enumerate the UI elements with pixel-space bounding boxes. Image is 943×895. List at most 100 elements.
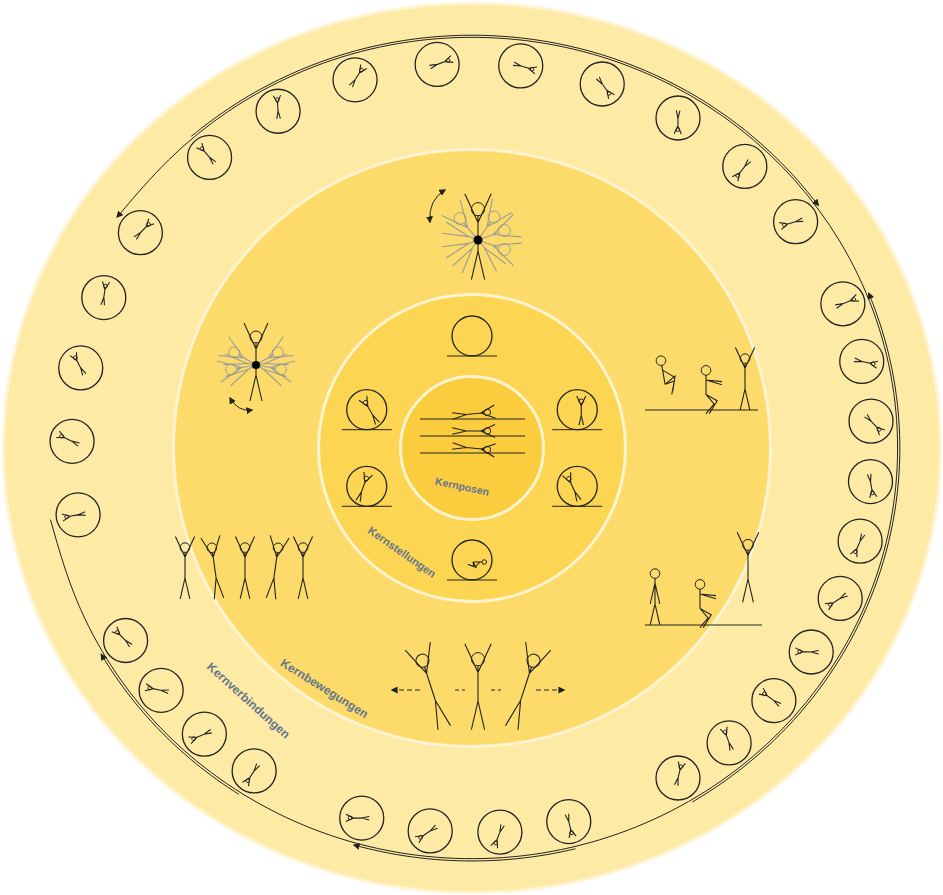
- figure-stroke: [478, 810, 522, 854]
- figure-stroke: [692, 293, 899, 802]
- band-outline: [4, 4, 941, 893]
- figure-stroke: [737, 532, 759, 602]
- figure-group: [547, 800, 591, 844]
- figure-stroke: [497, 223, 512, 238]
- figure-stroke: [484, 428, 491, 435]
- figure-group: [62, 510, 86, 521]
- figure-stroke: [525, 652, 542, 669]
- figure-group: [863, 413, 884, 435]
- figure-stroke: [752, 679, 796, 723]
- figure-group: [656, 756, 700, 800]
- figure-stroke: [293, 536, 312, 598]
- figure-stroke: [59, 346, 103, 390]
- figure-group: [452, 424, 495, 437]
- figure-group: [430, 190, 522, 280]
- figure-stroke: [482, 560, 487, 565]
- figure-group: [217, 349, 290, 382]
- figure-stroke: [196, 143, 217, 165]
- figure-stroke: [440, 216, 522, 265]
- figure-stroke: [223, 337, 295, 391]
- figure-stroke: [866, 474, 877, 498]
- figure-stroke: [342, 506, 392, 507]
- figure-group: [442, 200, 511, 275]
- figure-stroke: [101, 655, 239, 795]
- figure-stroke: [835, 294, 859, 309]
- figure-group: [256, 89, 300, 133]
- figure-stroke: [656, 96, 700, 140]
- figure-stroke: [103, 284, 107, 288]
- figure-stroke: [270, 345, 285, 360]
- figure-group: [795, 648, 819, 656]
- figure-stroke: [486, 209, 503, 226]
- figure-group: [465, 194, 491, 280]
- figure-stroke: [474, 236, 483, 245]
- figure-stroke: [848, 460, 892, 504]
- figure-stroke: [547, 800, 591, 844]
- figure-stroke: [415, 824, 438, 843]
- figure-group: [491, 824, 506, 848]
- figure-group: [82, 276, 126, 320]
- figure-group: [821, 282, 865, 326]
- figure-stroke: [50, 419, 94, 463]
- figure-stroke: [298, 543, 308, 553]
- figure-stroke: [440, 214, 522, 263]
- figure-group: [104, 619, 148, 663]
- figure-group: [188, 135, 232, 179]
- figure-stroke: [789, 630, 833, 674]
- figure-stroke: [743, 539, 754, 550]
- figure-stroke: [145, 684, 169, 696]
- figure-group: [408, 809, 452, 853]
- figure-group: [735, 347, 754, 409]
- figure-stroke: [188, 728, 212, 744]
- figure-group: [359, 396, 381, 426]
- figure-stroke: [497, 242, 512, 257]
- figure-stroke: [420, 419, 525, 420]
- figure-stroke: [870, 491, 874, 495]
- figure-group: [101, 619, 276, 795]
- figure-stroke: [650, 569, 660, 579]
- figure-group: [440, 214, 522, 263]
- figure-stroke: [232, 749, 276, 793]
- figure-group: [56, 493, 100, 537]
- figure-stroke: [342, 429, 392, 430]
- figure-stroke: [759, 688, 782, 708]
- figure-stroke: [828, 602, 833, 607]
- figure-group: [175, 535, 312, 599]
- figure-group: [440, 216, 522, 265]
- figure-stroke: [662, 363, 678, 395]
- figure-stroke: [240, 543, 250, 553]
- figure-stroke: [735, 347, 754, 409]
- figure-stroke: [471, 203, 484, 216]
- figure-stroke: [493, 841, 498, 846]
- figure-stroke: [673, 762, 686, 786]
- figure-stroke: [273, 542, 284, 553]
- figure-stroke: [146, 222, 151, 227]
- figure-stroke: [188, 135, 232, 179]
- figure-stroke: [429, 56, 453, 71]
- figure-group: [707, 721, 751, 765]
- figure-group: [340, 796, 384, 840]
- figure-group: [563, 813, 576, 837]
- figure-stroke: [218, 337, 290, 391]
- figure-group: [99, 281, 109, 305]
- figure-group: [695, 580, 716, 628]
- figure-group: [759, 688, 782, 708]
- figure-group: [737, 532, 759, 602]
- figure-group: [854, 356, 878, 368]
- figure-group: [655, 354, 678, 396]
- figure-stroke: [465, 194, 491, 280]
- figure-stroke: [650, 578, 660, 624]
- figure-stroke: [853, 549, 858, 554]
- figure-stroke: [225, 363, 238, 376]
- figure-stroke: [201, 535, 229, 599]
- figure-stroke: [818, 576, 862, 620]
- figure-group: [513, 60, 537, 74]
- figure-stroke: [851, 297, 856, 302]
- figure-stroke: [580, 62, 624, 106]
- figure-stroke: [655, 355, 666, 366]
- figure-stroke: [452, 424, 495, 437]
- figure-group: [133, 219, 154, 241]
- figure-group: [56, 431, 80, 448]
